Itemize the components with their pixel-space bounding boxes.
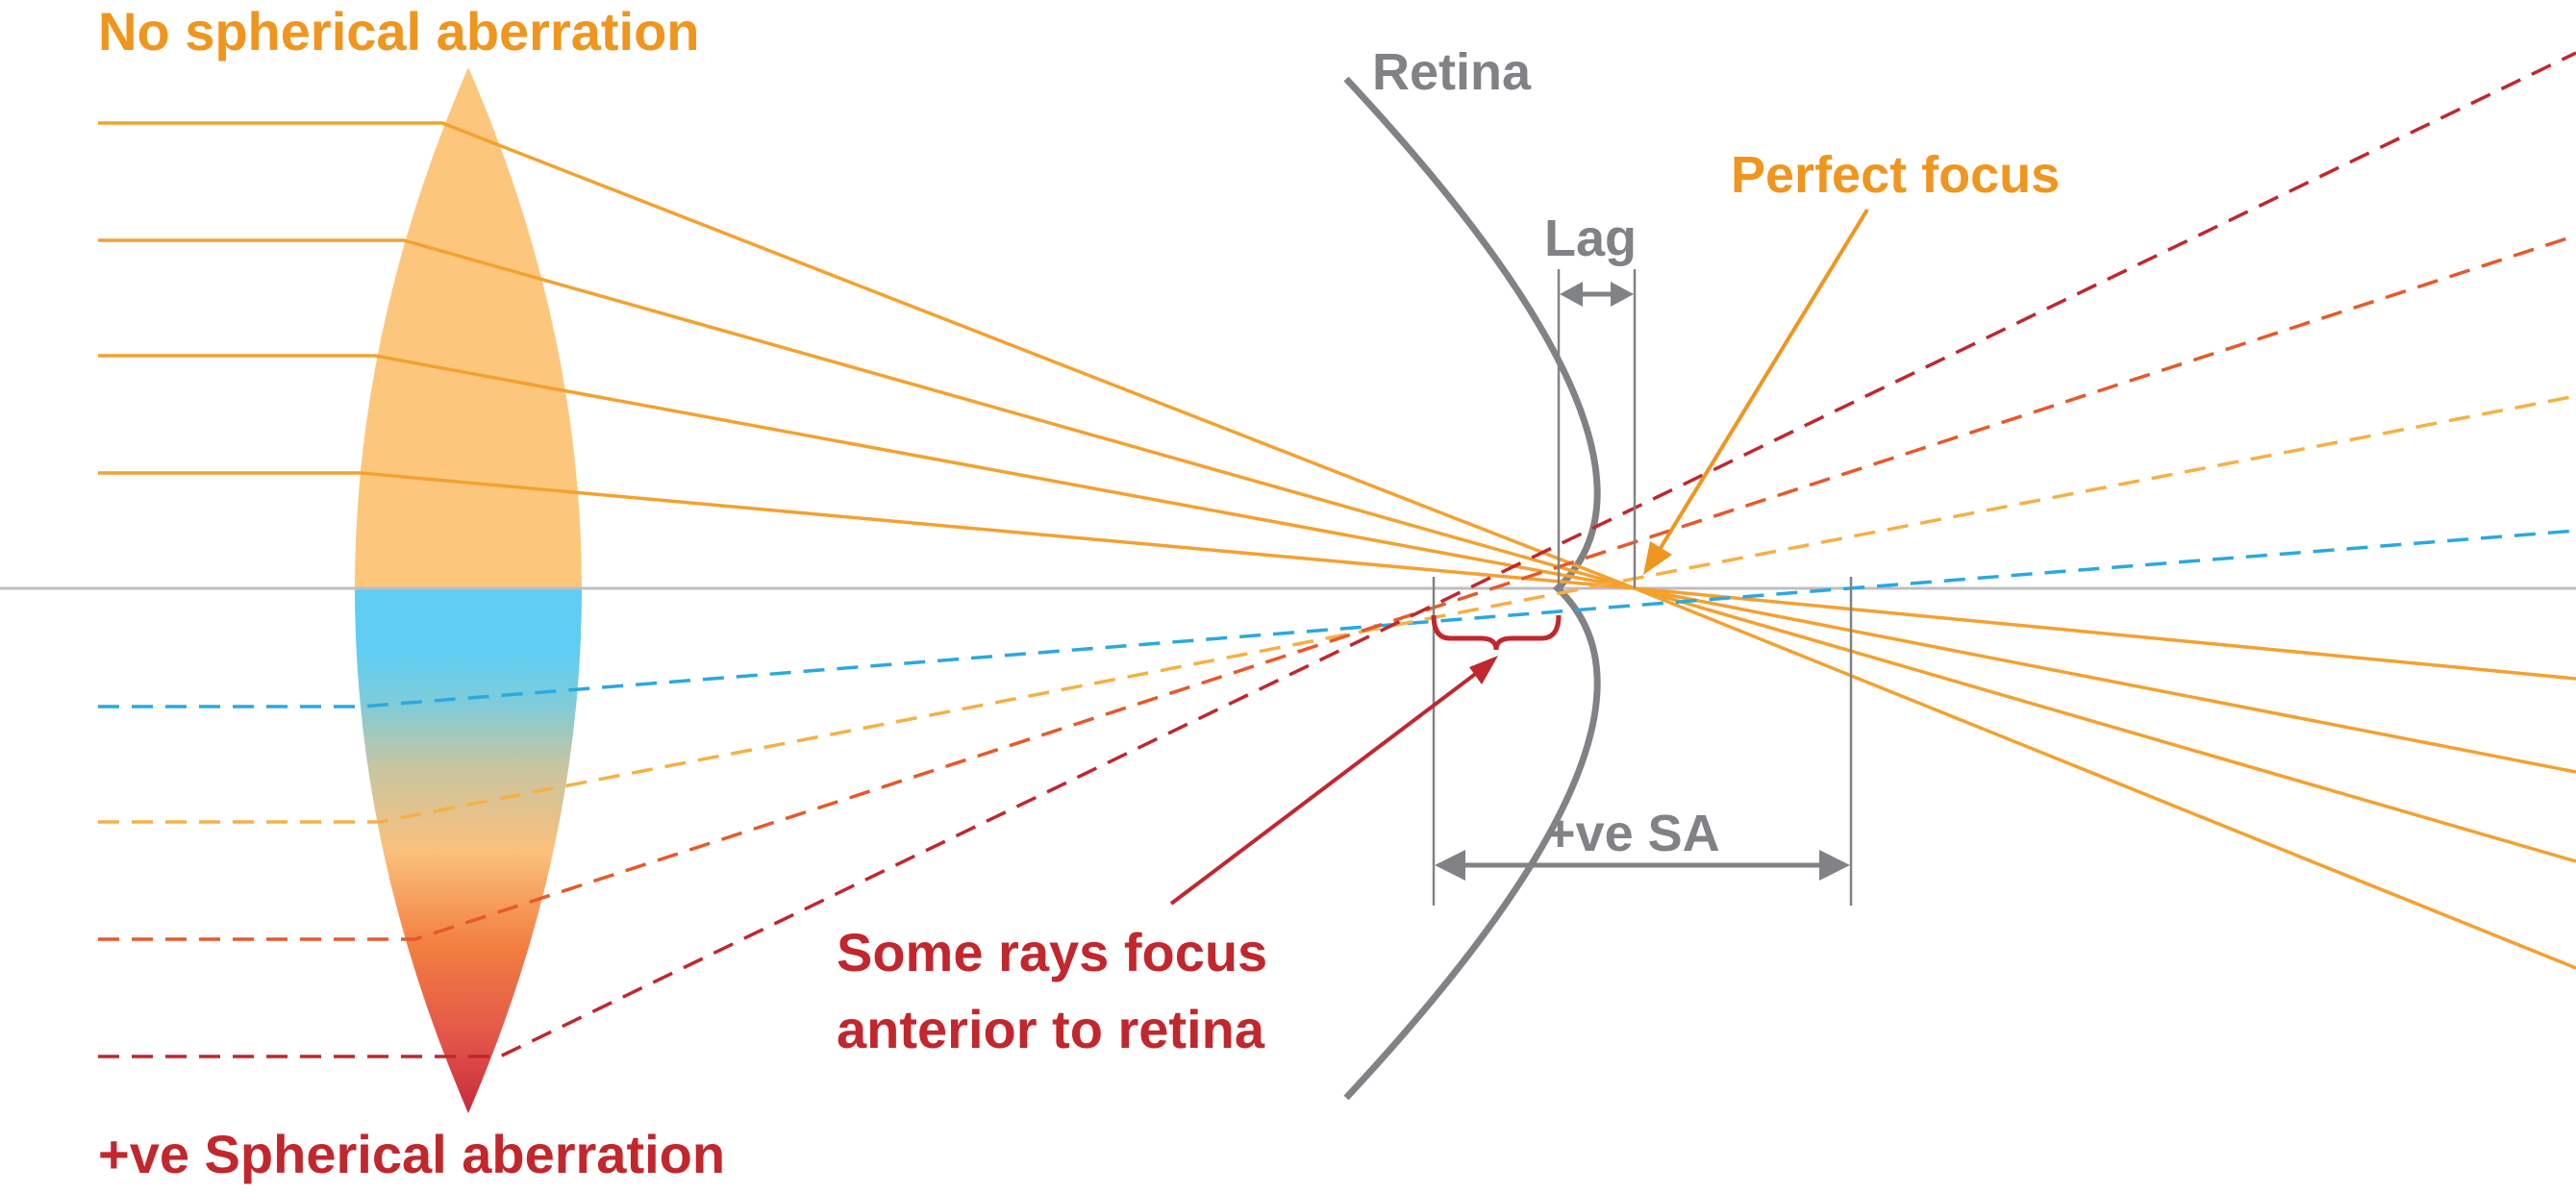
ideal-rays [98,121,2576,970]
lag-indicator [1557,269,1637,588]
sa-arrowhead-left [1435,850,1465,881]
anterior-arrowhead [1469,656,1498,684]
perfect-focus-label: Perfect focus [1731,146,2060,204]
anterior-arrow-line [1169,664,1488,906]
ideal-ray [98,121,2576,970]
anterior-label-line2: anterior to retina [837,999,1265,1059]
ideal-ray [98,354,2576,774]
aberrated-ray-crimson [98,51,2576,1058]
sa-label: +ve SA [1545,805,1720,862]
aberrated-rays [98,51,2576,1058]
lag-arrowhead-left [1560,282,1583,307]
lens-bottom-half [355,588,582,1113]
anterior-brace [1431,614,1562,651]
sa-arrowhead-right [1819,850,1850,881]
anterior-label-line1: Some rays focus [837,922,1267,982]
perfect-focus-pointer [1643,208,1869,575]
ideal-ray [98,471,2576,681]
lag-label: Lag [1544,210,1637,267]
perfect-focus-arrowhead [1643,541,1672,575]
aberrated-ray-cyan [98,529,2576,708]
anterior-bracket [1169,614,1562,906]
retina-label: Retina [1372,43,1532,101]
perfect-focus-arrow-line [1654,208,1869,558]
sa-indicator [1432,577,1853,906]
title-no-aberration: No spherical aberration [98,1,700,62]
lens [355,67,582,1113]
aberrated-ray-red-orange [98,234,2576,941]
ideal-ray [98,238,2576,863]
title-positive-aberration: +ve Spherical aberration [98,1124,725,1184]
lens-top-half [355,67,582,588]
lag-arrowhead-right [1611,282,1634,307]
aberrated-ray-light-orange [98,394,2576,824]
